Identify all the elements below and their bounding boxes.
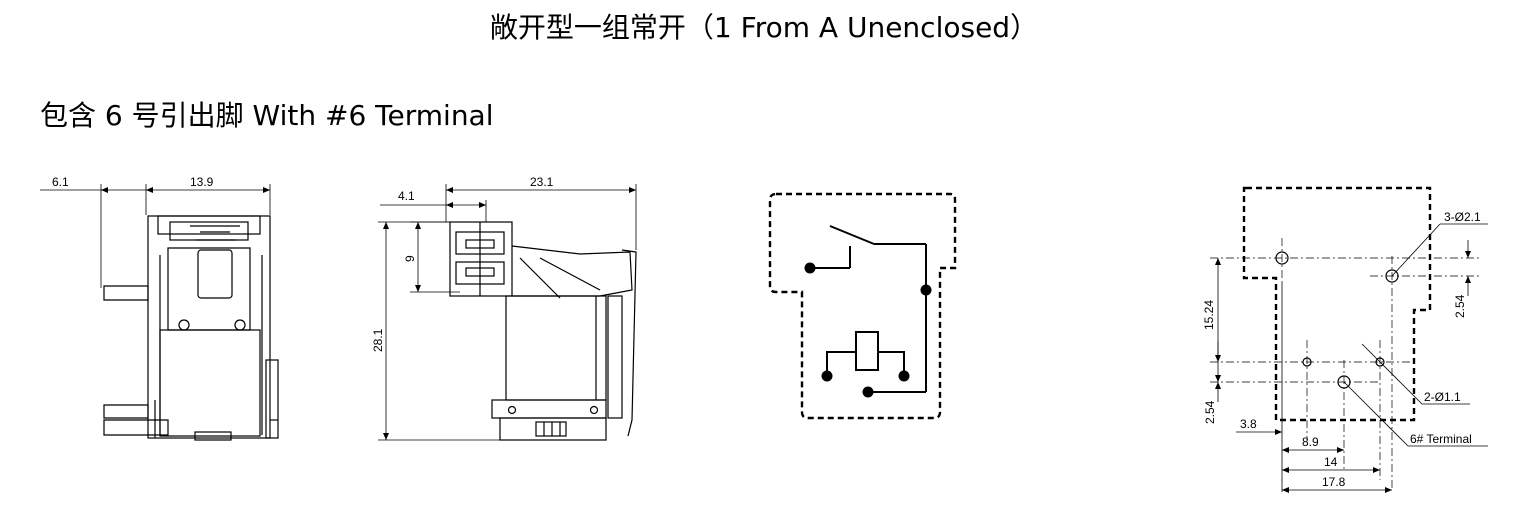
- pcb-layout-drawing: 3-Ø2.1 2-Ø1.1 6# Terminal 15.24 2.54 2.5…: [1202, 186, 1488, 493]
- dim-front-width: 13.9: [190, 175, 214, 189]
- hole-large: [1385, 269, 1399, 283]
- dim-front-left: 6.1: [52, 175, 69, 189]
- page-title: 敞开型一组常开（1 From A Unenclosed）: [489, 11, 1039, 44]
- dim-v-15-24: 15.24: [1202, 300, 1216, 330]
- terminal-dot: [821, 370, 833, 382]
- dim-h-8-9: 8.9: [1302, 435, 1319, 449]
- dim-side-height: 28.1: [371, 328, 385, 352]
- dim-side-length: 23.1: [530, 175, 554, 189]
- label-hole-large: 3-Ø2.1: [1444, 210, 1481, 224]
- terminal-dot: [862, 386, 874, 398]
- dim-h-17-8: 17.8: [1322, 475, 1346, 489]
- hole-small: [1375, 357, 1385, 367]
- hole-large: [1275, 251, 1289, 265]
- label-terminal6: 6# Terminal: [1410, 432, 1472, 446]
- dim-v-2-54-right: 2.54: [1453, 294, 1467, 318]
- dim-side-small: 9: [403, 255, 417, 262]
- terminal-dot: [898, 370, 910, 382]
- dim-h-14: 14: [1324, 455, 1338, 469]
- dim-side-offset: 4.1: [398, 189, 415, 203]
- side-view-drawing: 4.1 23.1 28.1 9: [371, 175, 637, 441]
- terminal-dot: [920, 284, 932, 296]
- hole-small: [1302, 357, 1312, 367]
- front-view-drawing: 6.1 13.9: [40, 175, 279, 441]
- dim-h-3-8: 3.8: [1240, 417, 1257, 431]
- label-hole-small: 2-Ø1.1: [1424, 390, 1461, 404]
- dim-v-2-54-left: 2.54: [1203, 400, 1217, 424]
- coil-symbol: [855, 331, 879, 371]
- hole-large: [1337, 375, 1351, 389]
- section-subtitle: 包含 6 号引出脚 With #6 Terminal: [40, 99, 494, 132]
- wiring-schematic: [768, 192, 957, 420]
